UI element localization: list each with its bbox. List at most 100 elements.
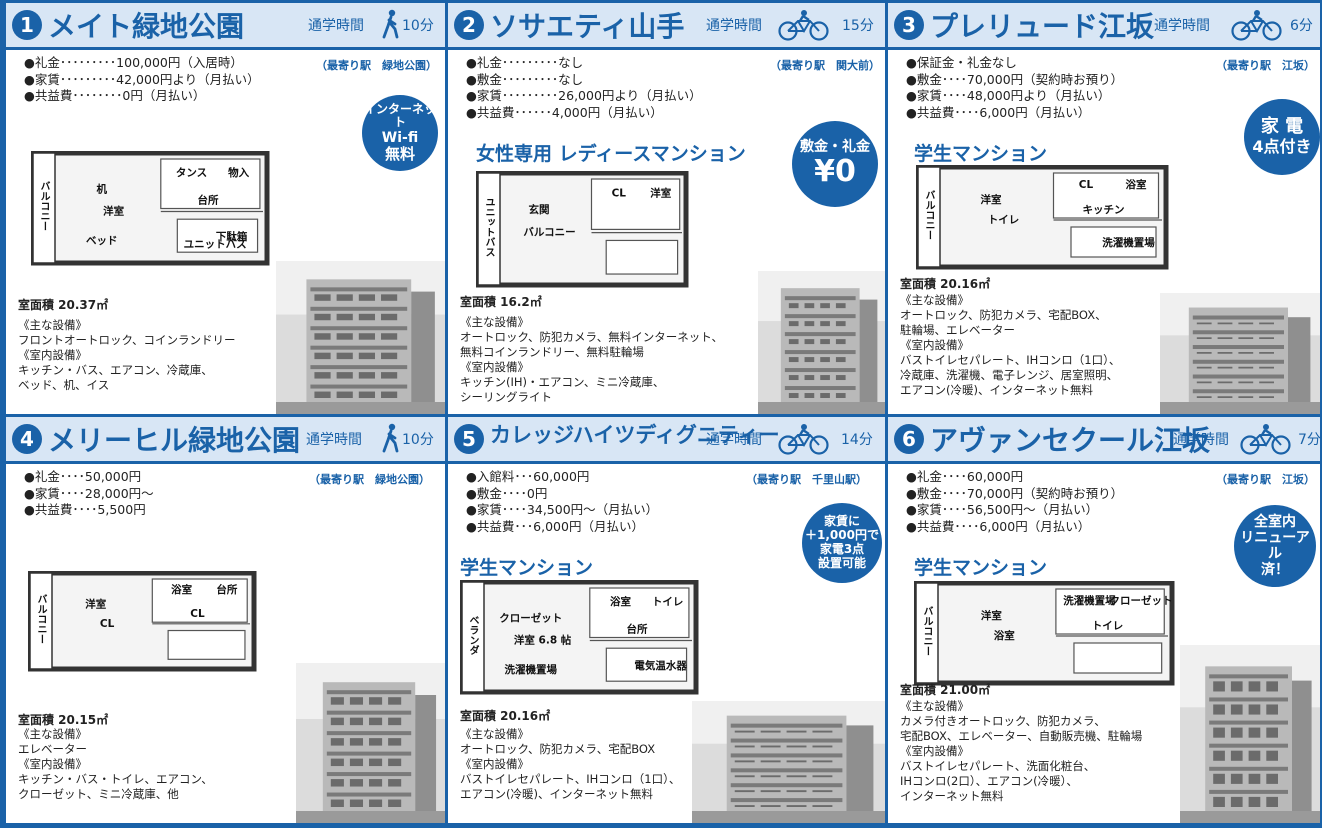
commute-time: 10分 (402, 18, 434, 34)
equipment-line: バストイレセパレート、IHコンロ（1口）、 (900, 353, 1121, 367)
property-number: 2 (454, 10, 484, 40)
plan-label: 玄関 (529, 203, 550, 216)
plan-label: ベランダ (467, 615, 479, 656)
building-photo (276, 261, 445, 414)
floor-plan: ベランダクローゼット浴室トイレ洋室 6.8 帖台所電気温水器洗濯機置場 (460, 580, 699, 695)
equipment-line: バストイレセパレート、IHコンロ（1口）、 (460, 772, 681, 786)
commute-time: 7分 (1298, 432, 1320, 448)
fact-line: ●敷金･････････なし (466, 71, 584, 87)
plan-label: CL (612, 187, 627, 199)
bicycle-icon (1231, 10, 1282, 41)
cost-facts: ●礼金･････････なし●敷金･････････なし●家賃･････････… (466, 55, 702, 121)
cost-facts: ●礼金･････････100,000円（入居時）●家賃･････････42,… (24, 55, 260, 105)
walk-icon (382, 9, 399, 39)
property-name: ソサエティ山手 (490, 10, 685, 43)
commute-time: 15分 (842, 18, 874, 34)
plan-label: 洋室 (981, 193, 1002, 206)
plan-label: CL (190, 608, 205, 620)
plan-label: バルコニー (38, 181, 50, 231)
plan-label: トイレ (652, 596, 684, 608)
equipment-line: クローゼット、ミニ冷蔵庫、他 (18, 787, 179, 801)
fact-line: ●礼金････60,000円 (906, 469, 1024, 484)
badge-line: インターネット (363, 101, 436, 130)
property-name: メイト緑地公園 (48, 10, 245, 43)
badge-line: 無料 (384, 145, 415, 164)
equipment-line: 《室内設備》 (460, 360, 529, 374)
badge-line: 設置可能 (817, 555, 866, 570)
commute-label: 通学時間 (706, 18, 762, 34)
promo-badge: 全室内リニューアル済！ (1234, 505, 1316, 587)
property-name: メリーヒル緑地公園 (48, 424, 301, 457)
equipment-line: 《室内設備》 (18, 348, 87, 362)
commute-label: 通学時間 (706, 432, 762, 448)
plan-label: 洗濯機置場 (1063, 594, 1116, 607)
equipment-line: 冷蔵庫、洗濯機、電子レンジ、居室照明、 (900, 368, 1119, 382)
commute-time: 14分 (841, 432, 873, 448)
fact-line: ●家賃･････････42,000円より（月払い） (24, 71, 260, 87)
fact-line: ●礼金････50,000円 (24, 469, 142, 484)
plan-label: 洋室 (103, 205, 124, 218)
equipment-line: 《主な設備》 (900, 699, 969, 713)
plan-label: 洋室 6.8 帖 (514, 634, 572, 647)
equipment-line: 《室内設備》 (900, 338, 969, 352)
plan-label: バルコニー (523, 227, 575, 239)
plan-label: バルコニー (923, 190, 935, 240)
plan-label: タンス (176, 167, 207, 179)
nearest-station: （最寄り駅 江坂） (1216, 59, 1315, 72)
building-photo (1160, 293, 1320, 414)
equipment-line: 宅配BOX、エレベーター、自動販売機、駐輪場 (900, 729, 1143, 743)
plan-label: 台所 (198, 194, 219, 207)
property-tagline: 学生マンション (460, 557, 594, 579)
badge-line: 敷金・礼金 (800, 138, 870, 155)
property-number: 5 (454, 424, 484, 454)
nearest-station: （最寄り駅 関大前） (770, 59, 880, 72)
plan-label: キッチン (1083, 204, 1125, 216)
building-photo (758, 271, 885, 414)
badge-line: 4点付き (1252, 137, 1312, 157)
plan-label: 台所 (216, 583, 237, 596)
plan-label: 浴室 (610, 595, 632, 608)
nearest-station: （最寄り駅 千里山駅） (746, 473, 867, 486)
equipment-line: キッチン(IH)・エアコン、ミニ冷蔵庫、 (460, 375, 665, 389)
equipment-line: 《室内設備》 (18, 757, 87, 771)
commute-label: 通学時間 (1154, 18, 1210, 34)
bicycle-icon (778, 424, 829, 455)
fact-line: ●家賃････34,500円～（月払い） (466, 502, 659, 517)
fact-line: ●礼金･････････なし (466, 55, 584, 70)
plan-label: 浴室 (171, 583, 192, 596)
plan-label: 浴室 (994, 629, 1015, 642)
plan-label: 下駄箱 (216, 230, 248, 243)
commute-time: 10分 (402, 432, 434, 448)
badge-line: 家賃に (823, 514, 860, 529)
fact-line: ●入館料･･･60,000円 (466, 469, 590, 484)
equipment-line: 《主な設備》 (18, 727, 87, 741)
equipment-line: 無料コインランドリー、無料駐輪場 (460, 345, 644, 359)
fact-line: ●共益費････････0円（月払い） (24, 88, 206, 103)
commute-time: 6分 (1290, 18, 1313, 34)
fact-line: ●家賃･････････26,000円より（月払い） (466, 88, 702, 103)
plan-label: クローゼット (1110, 594, 1173, 607)
badge-line: 全室内 (1254, 513, 1296, 530)
equipment-line: カメラ付きオートロック、防犯カメラ、 (900, 714, 1106, 728)
equipment-line: フロントオートロック、コインランドリー (18, 333, 236, 347)
fact-line: ●家賃････56,500円～（月払い） (906, 502, 1099, 517)
cost-facts: ●礼金････50,000円●家賃････28,000円～●共益費････5,5… (24, 469, 154, 519)
plan-label: CL (100, 618, 115, 630)
badge-line: Wi-fi (381, 130, 419, 147)
plan-label: ユニットバス (483, 197, 495, 257)
plan-label: 洋室 (981, 609, 1002, 622)
equipment-line: IHコンロ(2口）、エアコン(冷暖）、 (900, 774, 1078, 788)
plan-label: CL (1079, 179, 1094, 191)
room-area: 室面積 16.2㎡ (460, 295, 542, 309)
